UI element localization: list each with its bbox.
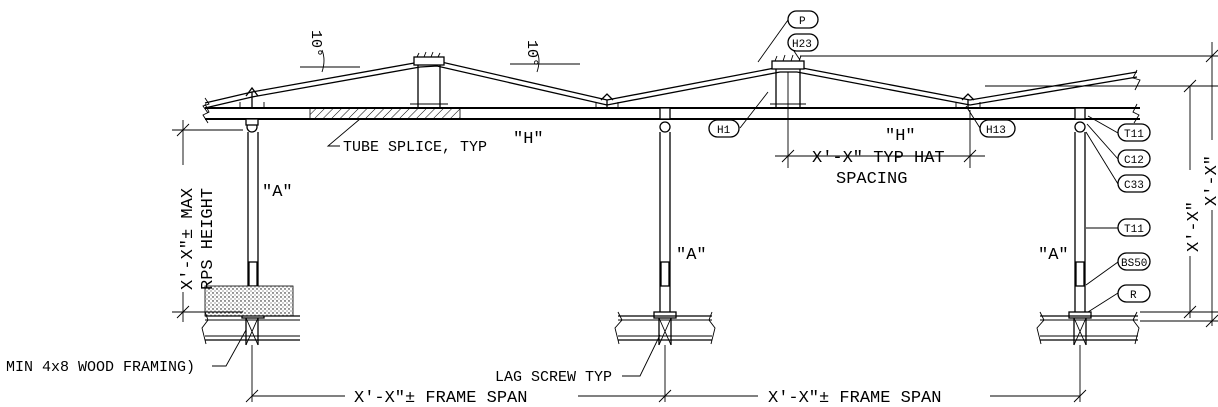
foundation-mid	[614, 311, 716, 346]
ridge-hat-right	[770, 54, 806, 108]
post-label-mid: "A"	[676, 246, 707, 265]
foundation-left	[201, 285, 300, 346]
tag-c12-text: C12	[1124, 155, 1144, 167]
max-height-label-1: X'-X"± MAX	[179, 188, 198, 290]
lag-screw-callout: LAG SCREW TYP	[495, 334, 661, 386]
roof-panel	[202, 55, 1218, 114]
lag-screw-label: LAG SCREW TYP	[495, 369, 612, 386]
tag-t11-col: T11	[1086, 218, 1151, 237]
angle-marker-mid: 10°	[510, 40, 580, 73]
height-dimension-left: X'-X"± MAX RPS HEIGHT	[172, 120, 243, 322]
tag-t11-top: T11	[1087, 115, 1151, 142]
beam-label-right: "H"	[885, 127, 916, 146]
tag-r: R	[1087, 284, 1151, 313]
tag-bs50-text: BS50	[1121, 258, 1147, 270]
tag-p-text: P	[799, 16, 806, 28]
tag-h23-text: H23	[792, 39, 812, 51]
angle-label-left: 10°	[307, 30, 324, 57]
hat-1	[239, 86, 265, 108]
max-height-label-2: RPS HEIGHT	[199, 188, 218, 290]
tag-h1: H1	[708, 91, 769, 138]
tag-t11-col-text: T11	[1124, 224, 1144, 236]
tag-t11-top-text: T11	[1124, 129, 1144, 141]
hat-3	[955, 93, 981, 108]
tag-r-text: R	[1130, 290, 1137, 302]
tube-splice-label: TUBE SPLICE, TYP	[343, 139, 487, 156]
roof-hats	[239, 51, 981, 108]
tag-h13-text: H13	[986, 125, 1006, 137]
right-dim-label-1: X'-X"	[1185, 201, 1204, 252]
post-right	[1068, 107, 1092, 319]
wood-framing-callout: MIN 4x8 WOOD FRAMING)	[6, 329, 247, 376]
span-label-right: X'-X"± FRAME SPAN	[768, 389, 941, 407]
tag-bs50: BS50	[1085, 252, 1151, 286]
tube-splice	[309, 107, 461, 120]
right-dim-label-2: X'-X"	[1203, 155, 1218, 206]
span-dimension: X'-X"± FRAME SPAN X'-X"± FRAME SPAN	[245, 345, 1087, 407]
post-label-right: "A"	[1038, 246, 1069, 265]
tag-h1-text: H1	[717, 125, 731, 137]
tag-c33-text: C33	[1124, 180, 1144, 192]
main-beam	[202, 103, 1140, 124]
hat-spacing-label-2: SPACING	[836, 170, 907, 189]
ridge-hat-left	[410, 51, 448, 108]
wood-framing-label: MIN 4x8 WOOD FRAMING)	[6, 359, 195, 376]
hat-spacing-label-1: X'-X" TYP HAT	[812, 149, 945, 168]
height-dimension-right: X'-X" X'-X"	[1140, 42, 1218, 328]
tube-splice-callout: TUBE SPLICE, TYP	[326, 118, 487, 156]
tag-c12: C12	[1086, 123, 1151, 168]
post-mid	[653, 107, 677, 319]
tag-c33: C33	[1085, 131, 1151, 193]
tag-h13: H13	[965, 105, 1016, 138]
hat-2	[595, 93, 619, 108]
beam-label-left: "H"	[513, 130, 544, 149]
tag-p: P	[757, 10, 819, 63]
angle-marker-left: 10°	[300, 30, 360, 73]
tag-h23: H23	[787, 33, 819, 61]
span-label-left: X'-X"± FRAME SPAN	[354, 389, 527, 407]
angle-label-mid: 10°	[523, 40, 540, 67]
foundation-right	[1036, 311, 1140, 346]
hat-spacing-dimension: X'-X" TYP HAT SPACING	[775, 72, 985, 189]
post-label-left: "A"	[262, 183, 293, 202]
